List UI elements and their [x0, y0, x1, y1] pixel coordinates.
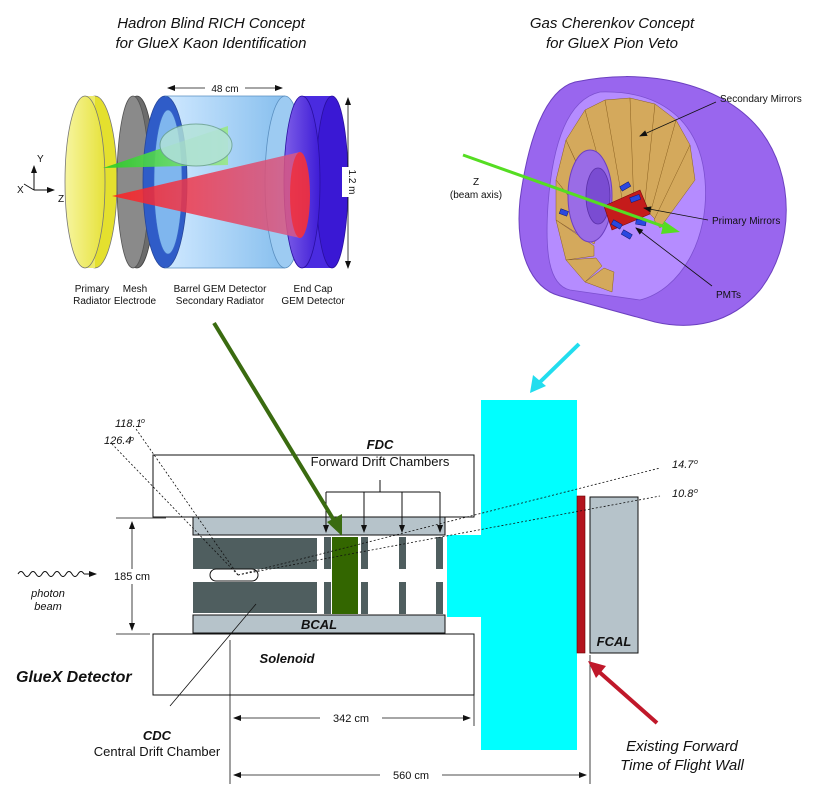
label-primary-2: Radiator	[73, 296, 111, 307]
photon-wave	[17, 571, 85, 577]
dim-1-2m-label: 1.2 m	[346, 169, 357, 194]
target-cell	[209, 568, 259, 582]
rich-title-line1: Hadron Blind RICH Concept	[117, 15, 305, 32]
label-pmts: PMTs	[716, 290, 741, 301]
green-cherenkov-cone	[103, 123, 233, 168]
angle-lines	[111, 428, 661, 576]
angle-126-4-degree: o	[130, 436, 134, 443]
primary-mirrors-pointer	[643, 206, 709, 221]
fdc-abbr: FDC	[367, 437, 394, 452]
coordinate-axes	[23, 165, 55, 193]
cdc-pointer	[169, 603, 257, 707]
axis-x-label: X	[17, 185, 24, 196]
angle-10-8-degree: o	[694, 488, 698, 495]
pmts-pointer	[635, 227, 713, 287]
label-primary-mirrors: Primary Mirrors	[712, 216, 780, 227]
label-endcap-1: End Cap	[294, 284, 333, 295]
cyan-cherenkov-region	[447, 400, 577, 750]
angle-14-7: 14.7	[672, 459, 694, 471]
label-barrel-2: Secondary Radiator	[176, 296, 265, 307]
cdc-name: Central Drift Chamber	[94, 744, 221, 759]
cherenkov-z-label: Z	[473, 177, 479, 188]
rich-title-line2: for GlueX Kaon Identification	[116, 35, 307, 52]
green-connector-arrow	[212, 321, 342, 536]
cherenkov-beam-axis-label: (beam axis)	[450, 190, 502, 201]
fcal-label: FCAL	[597, 634, 632, 649]
tof-wall	[576, 495, 586, 654]
angle-10-8: 10.8	[672, 488, 694, 500]
bcal-label: BCAL	[301, 617, 337, 632]
tof-label-line1: Existing Forward	[626, 738, 738, 755]
cdc-lower	[193, 582, 317, 613]
beam-axis-arrowhead	[661, 221, 680, 234]
label-mesh-1: Mesh	[123, 284, 147, 295]
gluex-detector-title: GlueX Detector	[16, 669, 132, 686]
cdc-abbr: CDC	[143, 728, 172, 743]
fdc-bracket	[323, 480, 443, 533]
primary-radiator	[64, 95, 118, 269]
dim-48cm-label: 48 cm	[211, 84, 238, 95]
red-tof-arrow	[588, 661, 659, 725]
red-cherenkov-cone	[112, 152, 310, 238]
angle-126-4: 126.4	[104, 435, 132, 447]
solenoid-lower	[152, 633, 475, 696]
dim-560-label: 560 cm	[393, 770, 429, 782]
cyan-connector-arrow	[530, 342, 581, 393]
cdc-upper	[193, 538, 317, 569]
tof-label-line2: Time of Flight Wall	[620, 757, 744, 774]
label-endcap-2: GEM Detector	[281, 296, 345, 307]
fdc-name: Forward Drift Chambers	[311, 454, 450, 469]
label-mesh-2: Electrode	[114, 296, 157, 307]
dim-342-label: 342 cm	[333, 713, 369, 725]
angle-14-7-degree: o	[694, 459, 698, 466]
bcal-lower	[192, 614, 446, 634]
label-barrel-1: Barrel GEM Detector	[174, 284, 267, 295]
cherenkov-vessel	[518, 76, 787, 326]
label-primary-1: Primary	[75, 284, 109, 295]
beam-axis-arrow	[462, 153, 669, 230]
fdc-packages	[324, 537, 443, 614]
angle-118-1-degree: o	[141, 418, 145, 425]
label-secondary-mirrors: Secondary Mirrors	[720, 94, 802, 105]
secondary-mirrors-pointer	[639, 101, 717, 137]
solenoid-label: Solenoid	[260, 651, 316, 666]
photon-beam-1: photon	[30, 588, 65, 600]
angle-118-1: 118.1	[115, 418, 142, 430]
bcal-upper	[192, 516, 446, 536]
cherenkov-title-line1: Gas Cherenkov Concept	[530, 15, 695, 32]
photon-beam-2: beam	[34, 601, 62, 613]
dim-185-label: 185 cm	[114, 571, 150, 583]
fcal	[589, 496, 639, 654]
axis-y-label: Y	[37, 154, 44, 165]
axis-z-label: Z	[58, 194, 64, 205]
cherenkov-title-line2: for GlueX Pion Veto	[546, 35, 678, 52]
rich-placement	[332, 537, 358, 614]
